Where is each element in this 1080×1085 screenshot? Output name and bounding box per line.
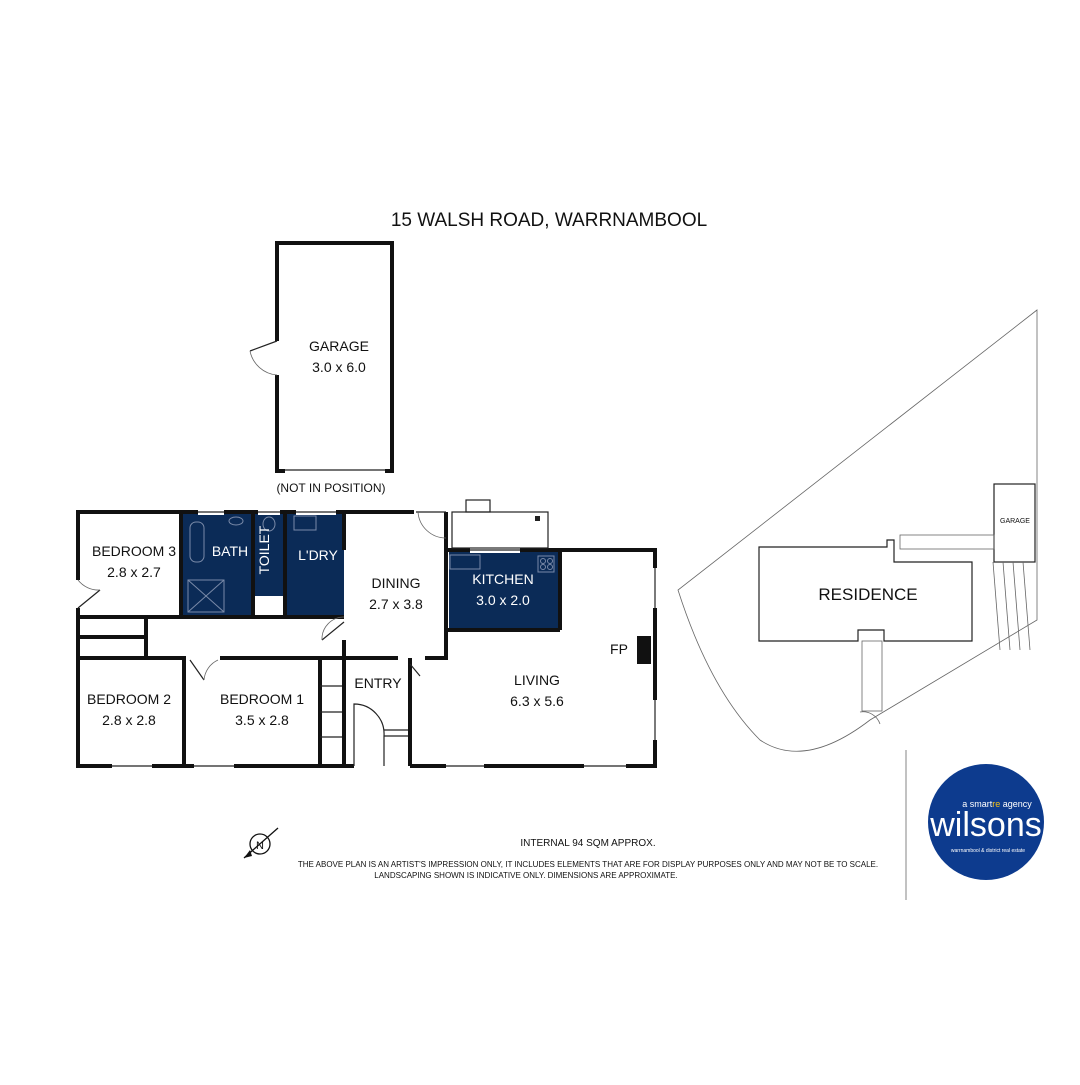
toilet-fill [254,514,284,596]
rear-deck [451,499,549,549]
living-label: LIVING [514,672,560,688]
brand-logo: a smartre agency wilsons warrnambool & d… [928,764,1044,880]
compass: N [243,827,279,859]
disclaimer-line-1: THE ABOVE PLAN IS AN ARTIST'S IMPRESSION… [298,860,878,869]
bedroom1-label: BEDROOM 1 [220,691,304,707]
kitchen-label: KITCHEN [472,571,533,587]
brand-circle [928,764,1044,880]
house-walls [76,510,657,768]
bedroom3-label: BEDROOM 3 [92,543,176,559]
brand-name: wilsons [929,806,1041,844]
brand-tagline: a smartre agency [962,799,1032,809]
bedroom1-size: 3.5 x 2.8 [235,712,289,728]
fireplace-label: FP [610,641,628,657]
doors [75,511,447,766]
bath-fill [182,514,252,617]
room-labels: BEDROOM 3 2.8 x 2.7 BATH TOILET L'DRY DI… [87,525,628,728]
dining-size: 2.7 x 3.8 [369,596,423,612]
brand-subline: warrnambool & district real estate [951,848,1025,854]
living-size: 6.3 x 5.6 [510,693,564,709]
toilet-label: TOILET [256,525,272,574]
bedroom2-size: 2.8 x 2.8 [102,712,156,728]
garage-note: (NOT IN POSITION) [276,481,385,495]
bedroom2-label: BEDROOM 2 [87,691,171,707]
site-plan: RESIDENCE GARAGE [677,309,1038,900]
bath-label: BATH [212,543,248,559]
disclaimer-line-2: LANDSCAPING SHOWN IS INDICATIVE ONLY. DI… [374,871,677,880]
entry-label: ENTRY [354,675,402,691]
laundry-fill [286,514,344,617]
kitchen-size: 3.0 x 2.0 [476,592,530,608]
internal-area-note: INTERNAL 94 SQM APPROX. [520,838,655,849]
fixtures [187,515,555,613]
residence-label: RESIDENCE [818,585,917,604]
compass-n-label: N [256,840,264,852]
garage-building: GARAGE 3.0 x 6.0 [249,241,394,473]
bedroom3-size: 2.8 x 2.7 [107,564,161,580]
garage-label: GARAGE [309,338,369,354]
plan-title: 15 WALSH ROAD, WARRNAMBOOL [391,210,707,231]
garage-size: 3.0 x 6.0 [312,359,366,375]
site-garage-label: GARAGE [1000,518,1030,525]
dining-label: DINING [372,575,421,591]
windows [112,509,658,769]
laundry-label: L'DRY [298,547,338,563]
